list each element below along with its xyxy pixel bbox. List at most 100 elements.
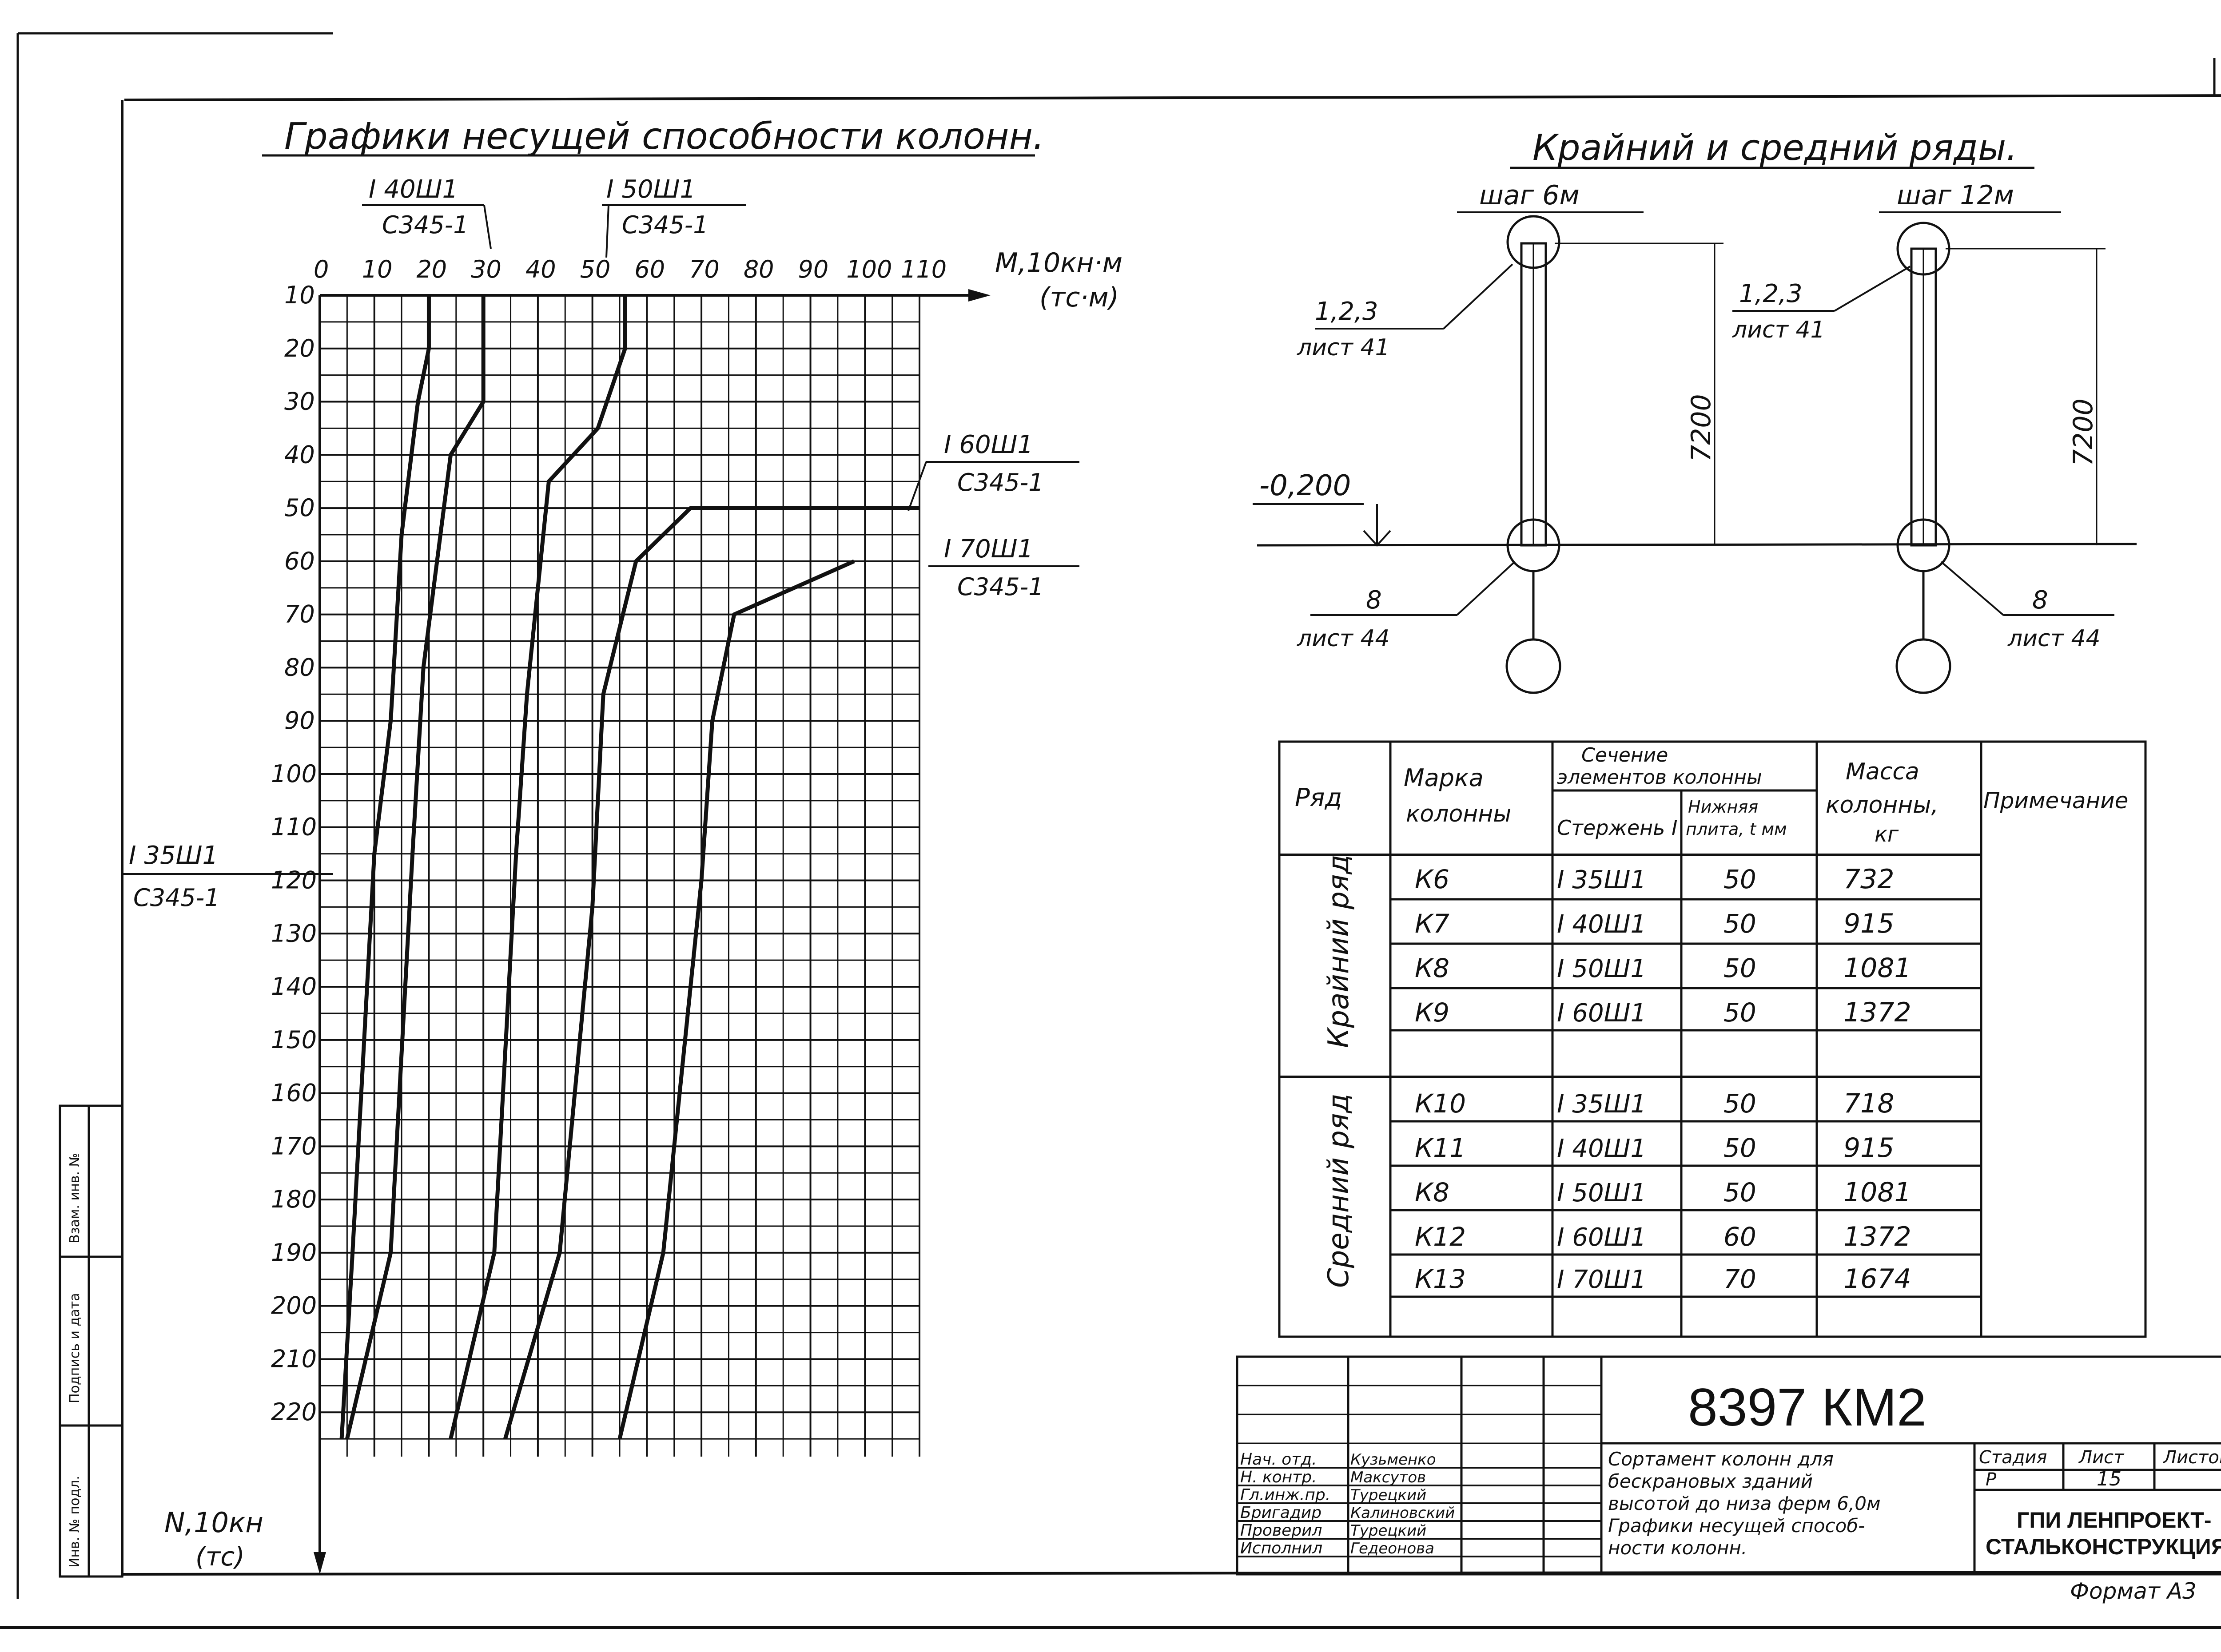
svg-text:I 40Ш1: I 40Ш1: [369, 175, 458, 204]
x-tick-label: 20: [416, 255, 447, 283]
cell-mark: К6: [1415, 864, 1449, 894]
svg-text:С345-1: С345-1: [957, 469, 1044, 496]
y-axis-arrow: [314, 1552, 326, 1574]
svg-text:Марка: Марка: [1404, 764, 1484, 792]
cell-mass: 1081: [1843, 953, 1911, 984]
y-tick-label: 10: [284, 281, 315, 309]
role-name: Турецкий: [1350, 1522, 1426, 1540]
cell-mass: 718: [1843, 1088, 1895, 1119]
y-tick-label: 150: [271, 1026, 317, 1054]
svg-text:С345-1: С345-1: [382, 211, 469, 239]
cell-base: 70: [1723, 1264, 1756, 1294]
y-axis-label: N,10кн: [164, 1506, 263, 1539]
cell-rod: I 50Ш1: [1557, 1179, 1646, 1207]
role-title: Бригадир: [1240, 1504, 1321, 1522]
y-tick-label: 20: [284, 334, 315, 362]
cell-mark: К7: [1415, 909, 1449, 939]
cell-base: 50: [1723, 1133, 1756, 1163]
svg-text:лист 44: лист 44: [2007, 625, 2101, 652]
svg-text:Стадия: Стадия: [1979, 1447, 2047, 1468]
svg-text:С345-1: С345-1: [622, 211, 708, 239]
role-name: Максутов: [1350, 1469, 1426, 1486]
cell-base: 50: [1723, 953, 1756, 983]
svg-text:I 60Ш1: I 60Ш1: [944, 430, 1033, 459]
cell-mass: 732: [1843, 864, 1895, 895]
svg-text:плита, t мм: плита, t мм: [1686, 819, 1787, 839]
svg-text:ГПИ ЛЕНПРОЕКТ-: ГПИ ЛЕНПРОЕКТ-: [2017, 1508, 2211, 1533]
cell-base: 50: [1723, 909, 1756, 939]
svg-text:I 35Ш1: I 35Ш1: [129, 841, 218, 870]
x-tick-label: 40: [525, 255, 556, 283]
column-scheme: Крайний и средний ряды. шаг 6м шаг 12м: [1253, 127, 2137, 694]
curve-label-50: I 50Ш1 С345-1: [602, 175, 746, 258]
svg-text:8: 8: [2032, 586, 2048, 615]
svg-text:Средний ряд: Средний ряд: [1322, 1093, 1355, 1288]
curve-label-60: I 60Ш1 С345-1: [908, 430, 1079, 511]
drawing-code: 8397 КМ2: [1688, 1378, 1926, 1437]
svg-text:Листов: Листов: [2162, 1447, 2221, 1468]
svg-text:шаг 12м: шаг 12м: [1897, 180, 2014, 211]
svg-text:лист 44: лист 44: [1297, 625, 1390, 652]
description-line: ности колонн.: [1608, 1537, 1747, 1559]
y-tick-label: 180: [271, 1185, 317, 1213]
role-name: Калиновский: [1350, 1504, 1455, 1522]
x-tick-label: 60: [634, 255, 665, 283]
svg-text:I 70Ш1: I 70Ш1: [944, 535, 1033, 564]
cell-rod: I 35Ш1: [1557, 1090, 1646, 1119]
role-title: Гл.инж.пр.: [1240, 1486, 1330, 1504]
side-stamp-inv: Инв. № подл.: [67, 1476, 83, 1568]
side-stamp: [59, 1104, 123, 1578]
cell-rod: I 50Ш1: [1557, 954, 1646, 983]
y-tick-label: 100: [271, 760, 317, 788]
svg-text:Примечание: Примечание: [1983, 788, 2128, 814]
description-line: Сортамент колонн для: [1608, 1448, 1834, 1470]
y-tick-label: 80: [284, 653, 315, 681]
column-table: Ряд Марка колонны Сечение элементов коло…: [1278, 740, 2147, 1338]
cell-base: 50: [1723, 997, 1756, 1028]
svg-text:С345-1: С345-1: [133, 884, 220, 912]
cell-mass: 915: [1843, 1132, 1895, 1164]
role-title: Н. контр.: [1240, 1468, 1317, 1486]
x-tick-label: 90: [798, 255, 829, 283]
svg-text:1,2,3: 1,2,3: [1739, 279, 1803, 308]
svg-text:Р: Р: [1986, 1469, 1997, 1490]
cell-rod: I 60Ш1: [1557, 1223, 1646, 1252]
role-name: Турецкий: [1350, 1486, 1426, 1504]
role-title: Проверил: [1240, 1521, 1322, 1540]
y-tick-label: 40: [284, 441, 315, 469]
svg-text:I 50Ш1: I 50Ш1: [606, 175, 696, 204]
cell-mass: 915: [1843, 908, 1895, 939]
series-line-1: [345, 295, 486, 1440]
header-mark-2: колонны: [1406, 801, 1511, 827]
description-line: высотой до низа ферм 6,0м: [1608, 1493, 1881, 1514]
series-line-3: [503, 506, 919, 1440]
y-tick-label: 120: [271, 866, 317, 894]
side-stamp-sign: Подпись и дата: [67, 1293, 83, 1404]
x-tick-label: 50: [580, 255, 611, 283]
y-tick-label: 210: [271, 1345, 317, 1373]
svg-text:-0,200: -0,200: [1259, 469, 1351, 502]
series-line-0: [339, 295, 431, 1439]
svg-text:8: 8: [1366, 586, 1382, 615]
svg-text:Ряд: Ряд: [1295, 783, 1342, 812]
svg-text:элементов колонны: элементов колонны: [1557, 766, 1762, 789]
x-axis-label: М,10кн·м: [995, 247, 1122, 278]
y-tick-label: 200: [271, 1292, 317, 1320]
y-tick-label: 50: [284, 494, 315, 522]
cell-base: 60: [1723, 1222, 1756, 1252]
y-tick-label: 30: [284, 388, 315, 416]
y-tick-label: 220: [271, 1398, 317, 1426]
cell-mass: 1372: [1843, 1221, 1911, 1252]
svg-text:Крайний и средний ряды.: Крайний и средний ряды.: [1532, 127, 2018, 168]
cell-mark: К13: [1415, 1264, 1466, 1294]
cell-mass: 1081: [1843, 1177, 1911, 1208]
cell-rod: I 70Ш1: [1557, 1265, 1646, 1294]
svg-text:7200: 7200: [1686, 394, 1717, 462]
role-name: Кузьменко: [1350, 1451, 1436, 1469]
svg-text:Масса: Масса: [1846, 758, 1919, 785]
